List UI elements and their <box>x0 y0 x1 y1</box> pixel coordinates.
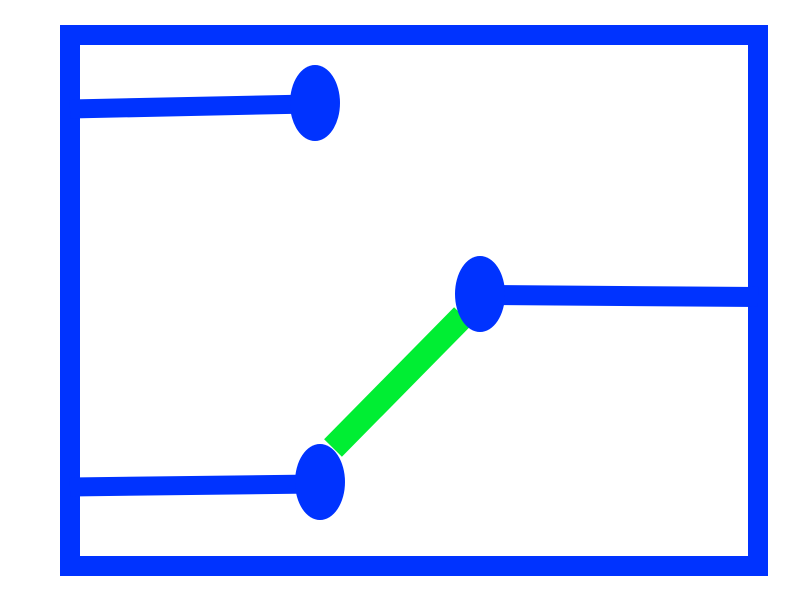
circuit-loop <box>60 25 768 576</box>
wire-pivot <box>483 285 759 307</box>
lower-contact-terminal <box>295 444 345 520</box>
wire-upper-contact <box>69 94 311 119</box>
upper-contact-terminal <box>290 65 340 141</box>
switch-arm <box>324 307 472 457</box>
wire-lower-contact <box>69 474 317 497</box>
pivot-terminal <box>455 256 505 332</box>
